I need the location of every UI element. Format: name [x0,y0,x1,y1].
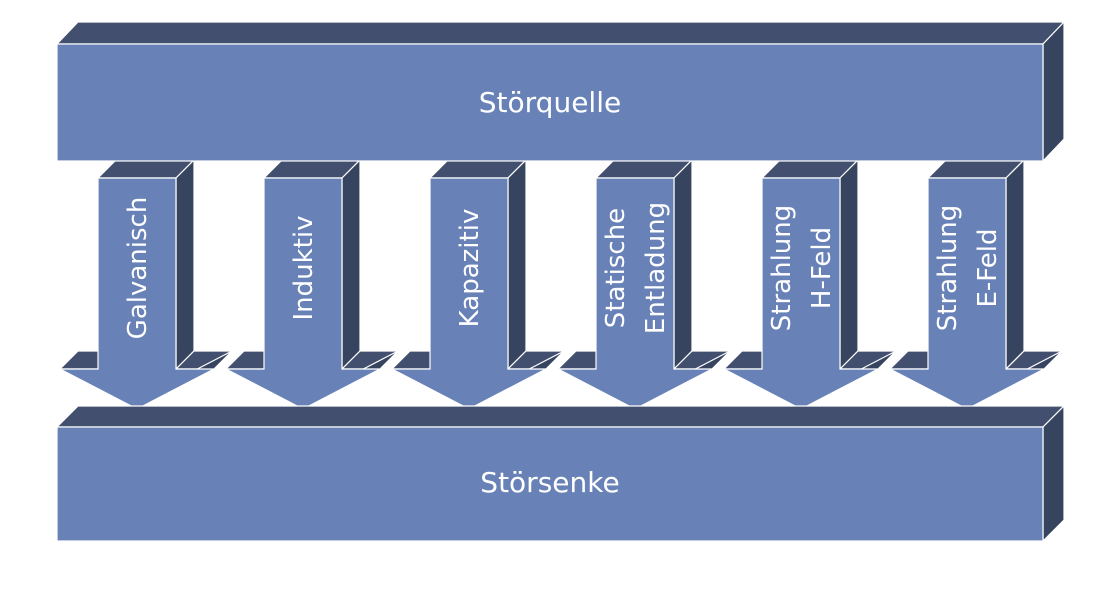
source-bar-top [55,21,1066,45]
arrow-shaft-side [507,158,527,371]
sink-bar-top [55,405,1066,428]
coupling-arrows: Galvanisch Induktiv Kapazitiv Statische Entl… [58,158,1064,410]
sink-bar: Störsenke [55,404,1066,543]
arrow-label-line: Kapazitiv [455,209,485,328]
arrow-front-face [889,177,1045,410]
coupling-arrow-galvanic: Galvanisch [58,158,234,410]
arrow-shaft-side [1005,158,1025,371]
arrow-shaft-side [839,158,859,371]
arrow-label-capacitive: Kapazitiv [455,209,485,328]
source-label: Störquelle [479,86,621,119]
source-bar-front [56,43,1044,162]
coupling-arrow-e-field: Strahlung E-Feld [888,158,1064,410]
arrow-label-line: Strahlung [767,205,797,331]
arrow-shaft-side [175,158,195,371]
arrow-label-line: Induktiv [289,216,319,321]
arrow-front-face [723,177,879,410]
coupling-arrow-h-field: Strahlung H-Feld [722,158,898,410]
arrow-label-line: Galvanisch [123,197,153,340]
arrow-front-face [59,177,215,410]
arrow-label-line: Entladung [641,202,671,334]
sink-bar-side [1042,404,1065,543]
arrow-label-inductive: Induktiv [289,216,319,321]
arrow-label-line: Statische [601,208,631,328]
arrow-label-line: E-Feld [973,228,1003,307]
arrow-label-galvanic: Galvanisch [123,197,153,340]
arrow-front-face [225,177,381,410]
sink-bar-front [56,426,1044,542]
arrow-label-h-field: Strahlung H-Feld [767,205,837,331]
coupling-arrow-esd: Statische Entladung [556,158,732,410]
coupling-arrow-inductive: Induktiv [224,158,400,410]
sink-label: Störsenke [480,466,619,499]
arrow-front-face [557,177,713,410]
arrow-label-line: H-Feld [807,227,837,309]
arrow-shaft-side [673,158,693,371]
coupling-arrow-capacitive: Kapazitiv [390,158,566,410]
arrow-label-e-field: Strahlung E-Feld [933,205,1003,331]
arrow-label-line: Strahlung [933,205,963,331]
arrow-front-face [391,177,547,410]
arrow-shaft-side [341,158,361,371]
source-bar: Störquelle [55,20,1066,163]
arrow-label-esd: Statische Entladung [601,202,671,334]
source-bar-side [1042,20,1065,163]
